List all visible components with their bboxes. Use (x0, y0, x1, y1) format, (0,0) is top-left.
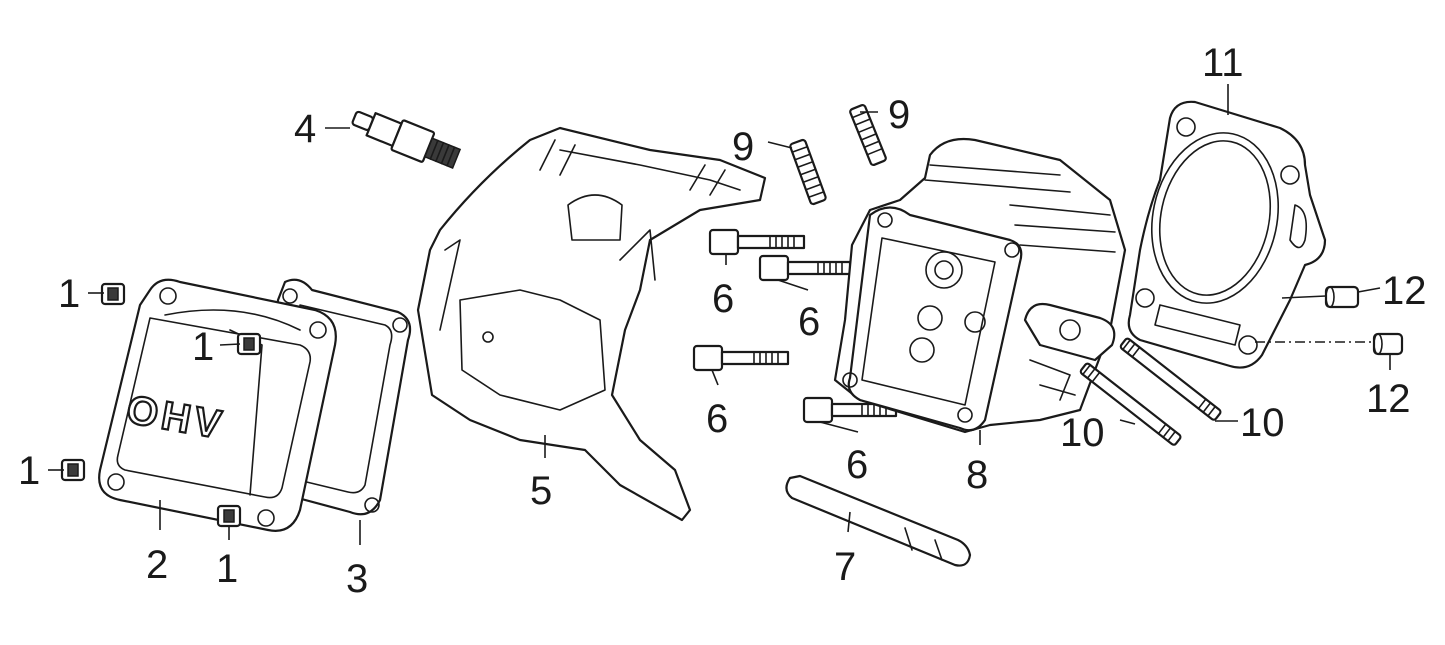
callout-labels: 1 1 1 1 2 3 4 5 6 6 6 6 7 8 9 9 10 10 11… (18, 41, 1427, 601)
callout-7: 7 (834, 545, 856, 589)
leader-lines (48, 84, 1391, 545)
head-bolt-3 (692, 344, 790, 372)
head-gasket (1127, 100, 1327, 369)
callout-1-bottom-left: 1 (18, 449, 40, 493)
callout-3: 3 (346, 557, 368, 601)
head-bolt-2 (758, 254, 852, 282)
valve-cover: OHV (98, 278, 337, 532)
callout-9-b: 9 (888, 93, 910, 137)
callout-2: 2 (146, 543, 168, 587)
flange-bolt-top-left (100, 282, 126, 306)
callout-5: 5 (530, 469, 552, 513)
callout-6-a: 6 (712, 277, 734, 321)
callout-8: 8 (966, 453, 988, 497)
dowel-pin-upper (1324, 285, 1360, 309)
flange-bolt-bottom (216, 504, 242, 528)
callout-10-a: 10 (1060, 411, 1105, 455)
cylinder-head (833, 137, 1127, 434)
head-shroud (416, 126, 767, 522)
dowel-pin-lower (1372, 332, 1404, 356)
callout-1-bottom: 1 (216, 547, 238, 591)
callout-10-b: 10 (1240, 401, 1285, 445)
callout-4: 4 (294, 107, 316, 151)
callout-6-c: 6 (706, 397, 728, 441)
stud-left (789, 138, 827, 206)
callout-11: 11 (1202, 41, 1244, 85)
callout-6-d: 6 (846, 443, 868, 487)
callout-9-a: 9 (732, 125, 754, 169)
flange-bolt-bottom-left (60, 458, 86, 482)
callout-1-center: 1 (192, 325, 214, 369)
callout-12-lower: 12 (1366, 377, 1411, 421)
callout-1-top-left: 1 (58, 272, 80, 316)
callout-12-upper: 12 (1382, 269, 1427, 313)
stud-right (849, 103, 887, 167)
exhaust-stud-lower (1079, 362, 1182, 446)
head-bolt-1 (708, 228, 806, 256)
exhaust-stud-upper (1119, 337, 1222, 421)
flange-bolt-center (236, 332, 262, 356)
callout-6-b: 6 (798, 300, 820, 344)
spark-plug (351, 110, 462, 169)
push-rod (785, 474, 972, 567)
